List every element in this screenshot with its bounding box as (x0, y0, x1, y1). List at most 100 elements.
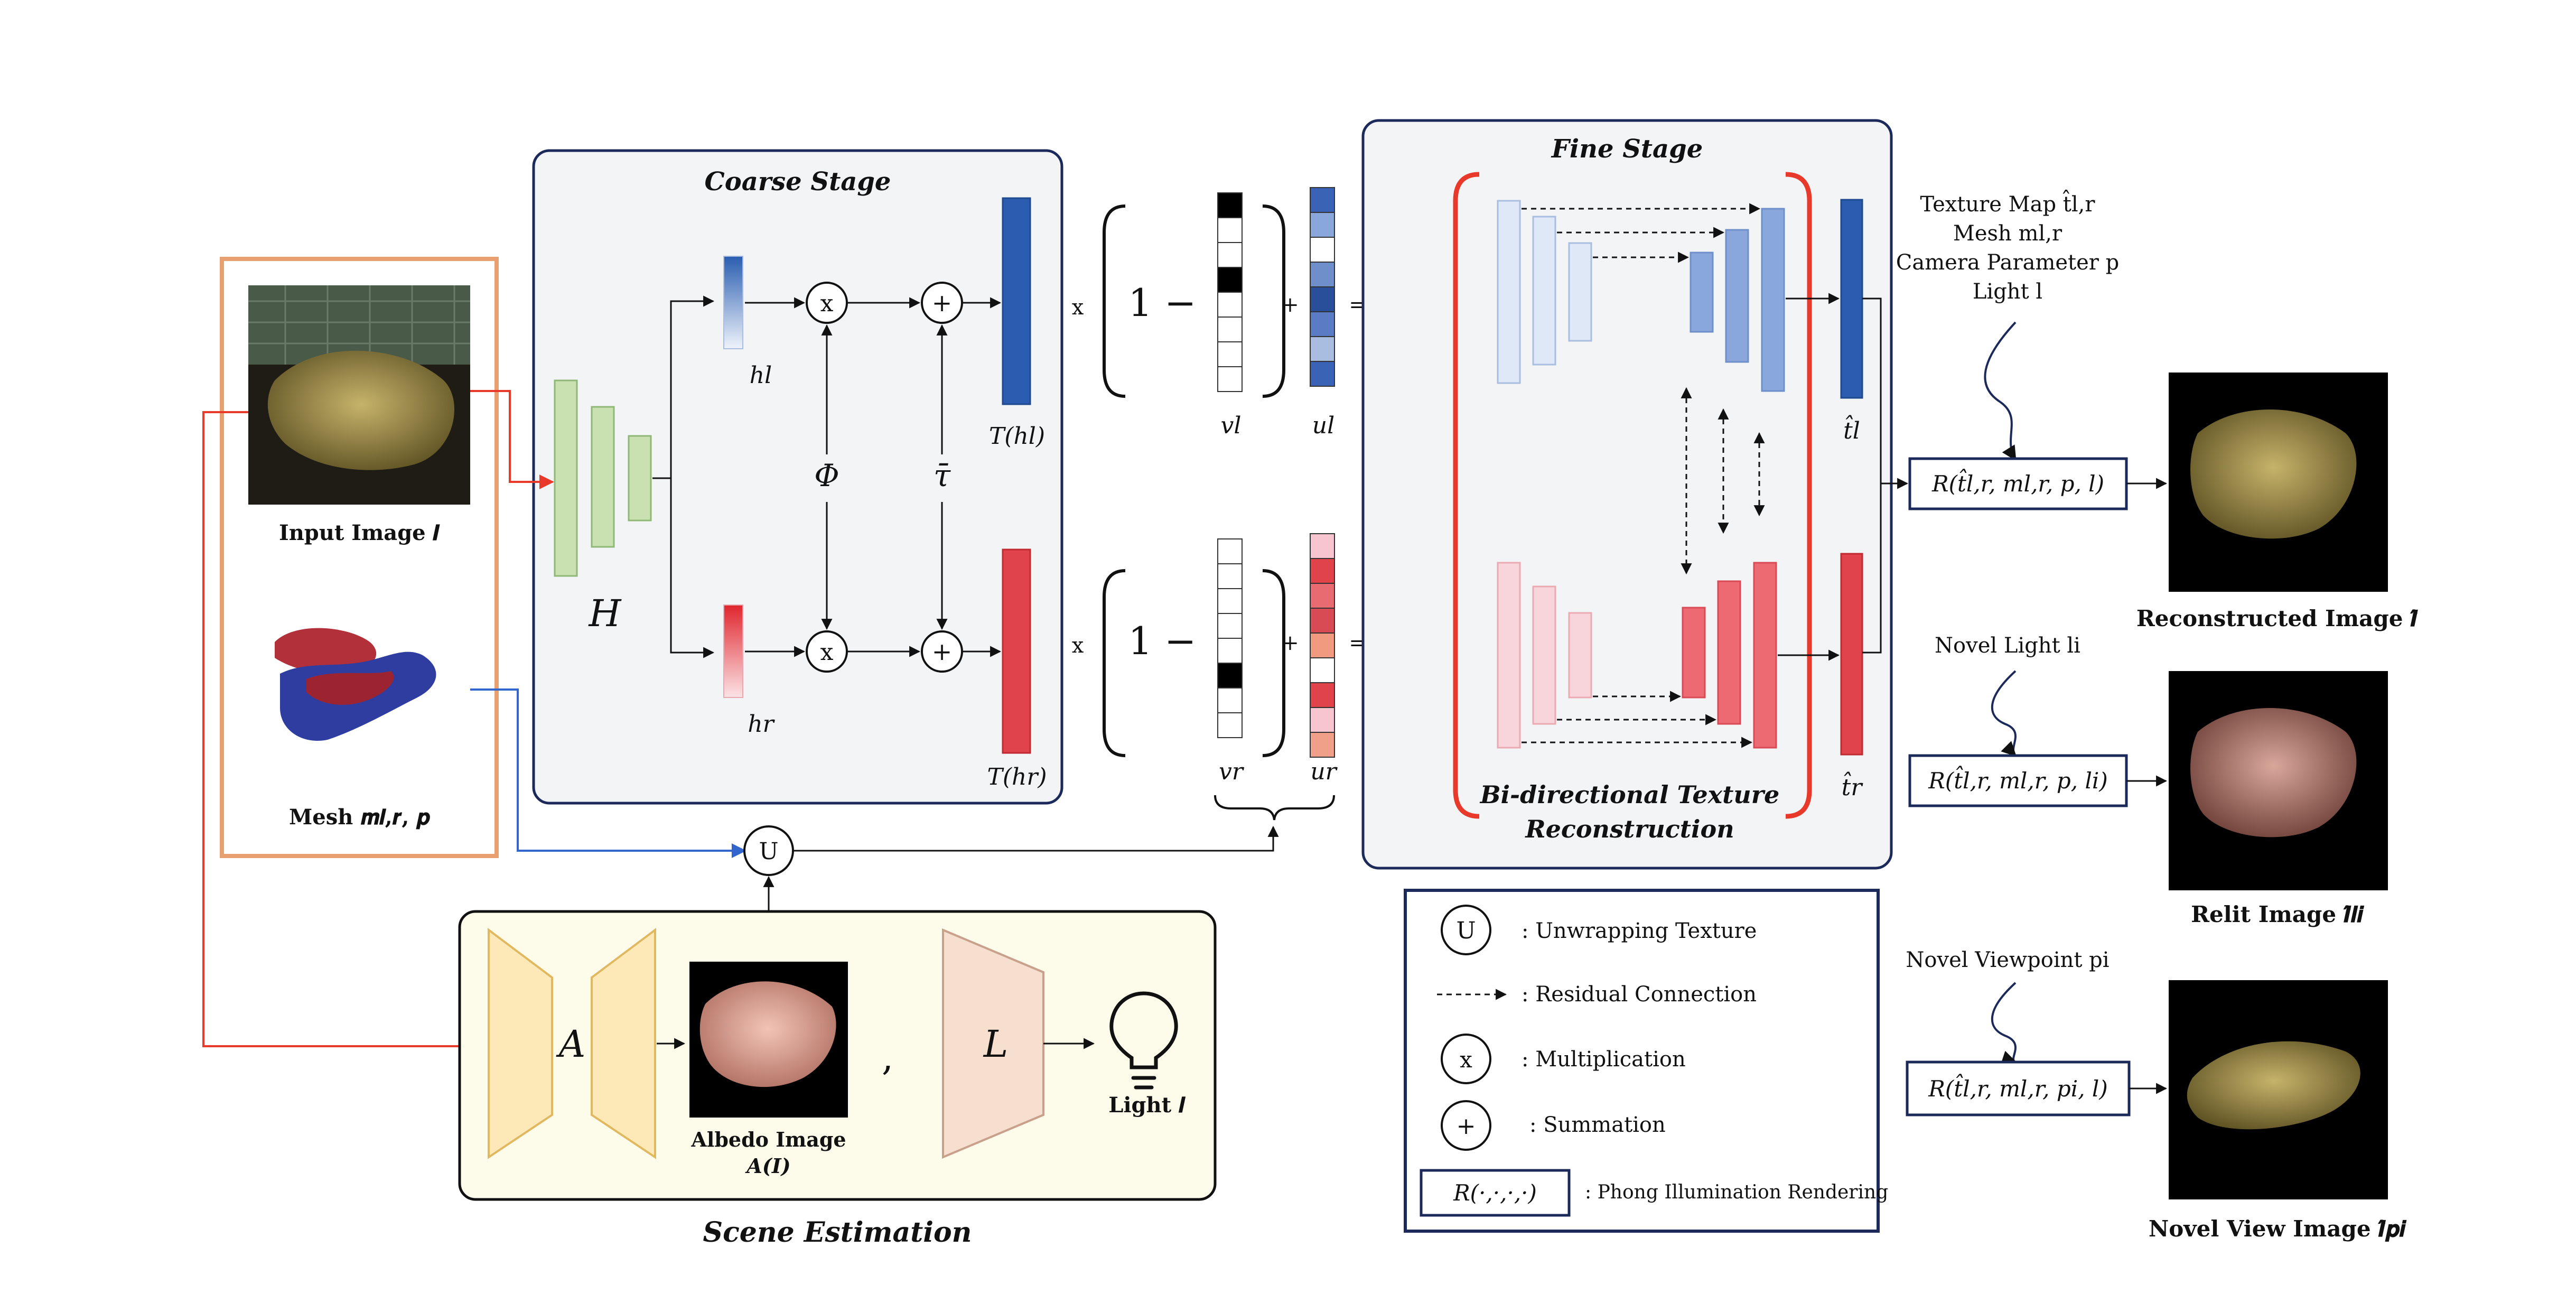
legend-unwrap-glyph: U (1456, 917, 1476, 944)
bracket-right-bottom (1262, 569, 1285, 757)
ul-cell (1310, 212, 1335, 238)
novel-view-label-out: Novel View Image 𝑰̂𝒑𝒊 (2149, 1216, 2407, 1242)
mix-op-plus-bottom: + (1281, 631, 1299, 655)
encoder-label: H (587, 592, 622, 635)
fine-top-dec-2 (1725, 229, 1749, 363)
input-to-encoder-arrow (470, 390, 554, 489)
ul-label: ul (1312, 412, 1334, 439)
scene-comma: , (882, 1036, 893, 1079)
mix-op-x-bottom: x (1072, 634, 1084, 658)
ul-cell (1310, 361, 1335, 387)
novel-view-squiggle (1991, 982, 2017, 1065)
vl-cell (1217, 267, 1243, 293)
scene-estimation: A Albedo Image A(𝑰) , L Light 𝒍 (458, 910, 1217, 1201)
ur-cell (1310, 732, 1335, 758)
unwrap-to-vector-arrow (793, 825, 1279, 852)
ur-cell (1310, 533, 1335, 559)
render-box-1 (1908, 457, 2128, 510)
render-box-3-text: R(t̂l,r, ml,r, pi, l) (1928, 1073, 2107, 1102)
ul-cell (1310, 336, 1335, 362)
vr-vector (1217, 538, 1243, 738)
mesh-to-unwrap-arrow (470, 688, 746, 858)
render-input-texture: Texture Map t̂l,r (1920, 190, 2096, 217)
fine-stage: Fine Stage t̂l t̂r Bi (1361, 119, 1893, 870)
fine-bottom-enc-3 (1568, 612, 1592, 699)
legend-sum-text: : Summation (1529, 1113, 1666, 1137)
input-image (248, 285, 470, 505)
albedo-encoder (488, 928, 553, 1159)
encoder-layer-3 (628, 435, 652, 522)
legend-unwrap-node (1441, 905, 1491, 955)
scene-title: Scene Estimation (703, 1216, 972, 1249)
vr-label: vr (1219, 758, 1245, 785)
render-box-3 (1906, 1060, 2131, 1116)
vl-cell (1217, 366, 1243, 392)
vl-cell (1217, 317, 1243, 342)
legend-sum-glyph: + (1457, 1113, 1476, 1140)
hl-label: hl (750, 362, 772, 389)
hl-feature (723, 256, 743, 349)
fine-bottom-dec-3 (1753, 562, 1777, 749)
light-estimator (942, 928, 1044, 1159)
ul-cell (1310, 311, 1335, 337)
ul-cell (1310, 286, 1335, 312)
render-box-1-text: R(t̂l,r, ml,r, p, l) (1931, 468, 2104, 497)
ul-cell (1310, 262, 1335, 287)
fine-bracket-left (1453, 172, 1480, 819)
mix-op-x-top: x (1072, 295, 1084, 320)
fine-top-dec-1 (1690, 252, 1714, 333)
bidir-title-1: Bi-directional Texture (1479, 780, 1780, 809)
legend-render-text: : Phong Illumination Rendering (1585, 1181, 1888, 1203)
bidir-title-2: Reconstruction (1524, 815, 1734, 843)
render-input-camera: Camera Parameter p (1896, 250, 2119, 275)
vr-cell (1217, 638, 1243, 664)
ur-cell (1310, 558, 1335, 584)
legend-residual-text: : Residual Connection (1522, 982, 1757, 1007)
render-section: Texture Map t̂l,r Mesh ml,r Camera Param… (1896, 190, 2418, 1242)
bracket-left-bottom (1103, 569, 1126, 757)
fine-top-enc-3 (1568, 242, 1592, 342)
legend-render-glyph: R(·,·,·,·) (1453, 1180, 1537, 1206)
render-input-light: Light l (1973, 280, 2042, 304)
ur-cell (1310, 657, 1335, 683)
vr-cell (1217, 712, 1243, 738)
t-hat-r-label: t̂r (1842, 770, 1864, 801)
hr-feature (723, 604, 743, 698)
one-minus-bottom: 1 − (1128, 619, 1196, 663)
lightbulb-icon (1109, 991, 1178, 1090)
relit-image (2169, 671, 2388, 890)
albedo-label-1: Albedo Image (690, 1128, 846, 1151)
vr-cell (1217, 663, 1243, 688)
vl-cell (1217, 341, 1243, 367)
legend-mult-node (1441, 1034, 1491, 1084)
ur-cell (1310, 682, 1335, 708)
novel-view-label: Novel Viewpoint pi (1906, 948, 2109, 972)
T-hl-texture (1002, 197, 1031, 405)
legend-mult-glyph: x (1460, 1047, 1472, 1073)
mult-node-top-glyph: x (820, 290, 834, 317)
vl-vector (1217, 192, 1243, 392)
A-label: A (556, 1022, 586, 1066)
novel-light-label: Novel Light li (1935, 634, 2080, 658)
vl-cell (1217, 292, 1243, 318)
fine-top-enc-2 (1532, 216, 1556, 366)
input-to-scene-arrow (202, 411, 483, 1054)
fine-stage-title: Fine Stage (1551, 134, 1703, 164)
albedo-decoder (591, 928, 656, 1159)
ur-cell (1310, 632, 1335, 658)
reconstructed-image (2169, 373, 2388, 592)
legend-render-box (1420, 1169, 1571, 1217)
legend: U : Unwrapping Texture : Residual Connec… (1404, 889, 1888, 1233)
novel-view-image (2169, 980, 2388, 1199)
T-hr-texture (1002, 548, 1031, 754)
ur-cell (1310, 583, 1335, 609)
mix-op-plus-top: + (1281, 293, 1299, 317)
light-label: Light 𝒍 (1108, 1093, 1186, 1118)
fine-bracket-right (1785, 172, 1812, 819)
fine-bottom-dec-1 (1682, 607, 1706, 699)
vl-cell (1217, 242, 1243, 268)
render-box-2 (1908, 754, 2128, 807)
vl-cell (1217, 217, 1243, 243)
coarse-stage: Coarse Stage H hl hr x x Φ + + (532, 149, 1063, 805)
